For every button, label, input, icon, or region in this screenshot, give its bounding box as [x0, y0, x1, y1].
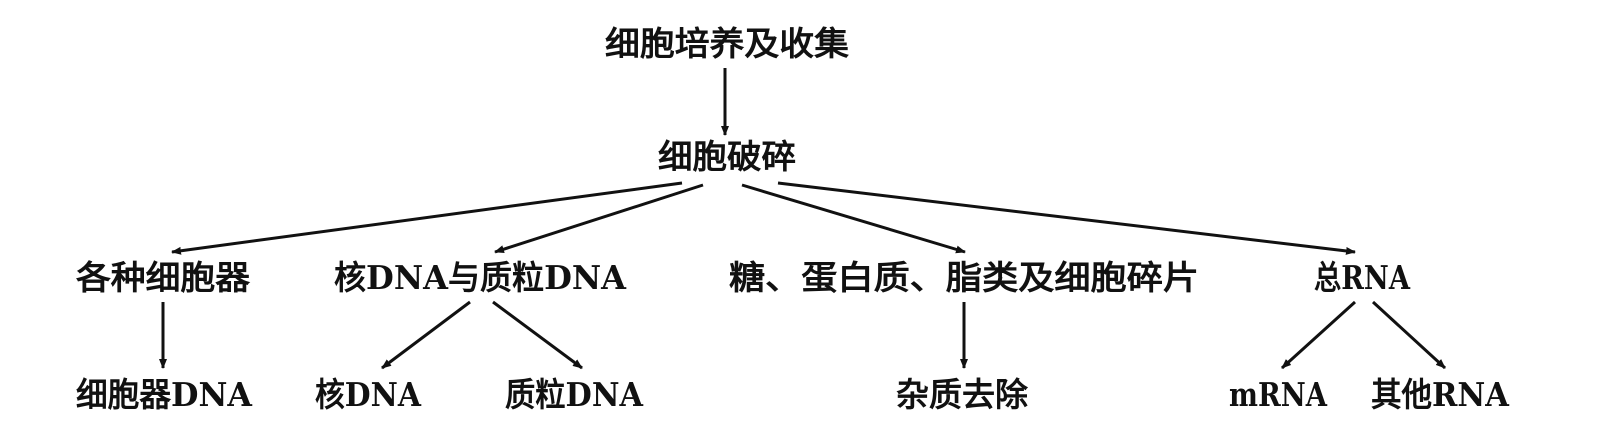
- node-organelle-dna: 细胞器DNA: [76, 375, 252, 414]
- node-nuclear-plasmid: 核DNA与质粒DNA: [334, 258, 626, 297]
- node-debris: 糖、蛋白质、脂类及细胞碎片: [729, 258, 1199, 297]
- arrow-total-rna-to-other-rna: [1371, 300, 1447, 370]
- node-root: 细胞培养及收集: [605, 24, 849, 63]
- arrows: [159, 68, 1447, 370]
- node-impurity-removal: 杂质去除: [896, 375, 1029, 414]
- node-other-rna: 其他RNA: [1371, 375, 1509, 414]
- arrow-nuclear-plasmid-to-plasmid-dna: [492, 300, 583, 370]
- arrow-lysis-to-nuclear-plasmid: [494, 183, 704, 254]
- arrow-total-rna-to-mrna: [1280, 300, 1357, 370]
- arrow-lysis-to-organelles: [171, 181, 683, 255]
- arrow-lysis-to-total-rna: [777, 181, 1356, 255]
- node-total-rna: 总RNA: [1314, 258, 1410, 297]
- node-labels: 细胞培养及收集 细胞破碎 各种细胞器 核DNA与质粒DNA 糖、蛋白质、脂类及细…: [75, 24, 1509, 414]
- arrow-nuclear-plasmid-to-nuclear-dna: [381, 300, 471, 370]
- arrow-lysis-to-debris: [741, 183, 966, 254]
- node-mrna: mRNA: [1229, 375, 1327, 414]
- node-nuclear-dna: 核DNA: [315, 375, 421, 414]
- node-plasmid-dna: 质粒DNA: [505, 375, 643, 414]
- node-organelles: 各种细胞器: [75, 258, 251, 297]
- node-lysis: 细胞破碎: [658, 137, 796, 176]
